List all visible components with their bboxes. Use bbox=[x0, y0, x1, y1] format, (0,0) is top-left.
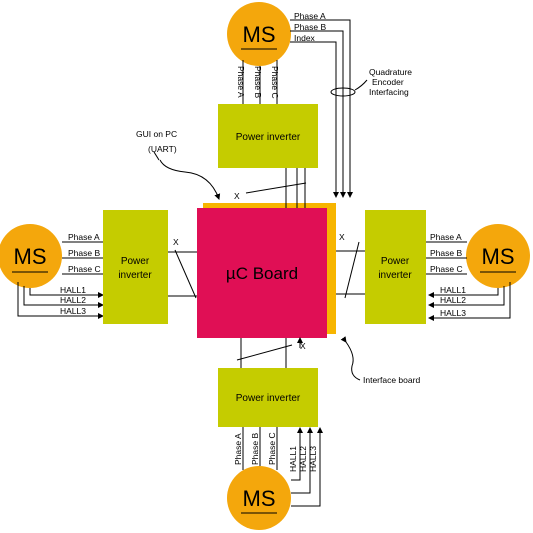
cross-right: X bbox=[339, 232, 345, 242]
enc-label-index: Index bbox=[294, 33, 316, 43]
motor-right-label: MS bbox=[482, 244, 515, 269]
bottom-hall1: HALL1 bbox=[288, 446, 298, 472]
top-phase-a: Phase A bbox=[236, 66, 246, 98]
cross-left: X bbox=[173, 237, 179, 247]
inverter-left-label-1: Power bbox=[121, 256, 150, 267]
cross-bottom: X bbox=[300, 341, 306, 351]
left-phase-c: Phase C bbox=[68, 264, 101, 274]
bottom-hall2: HALL2 bbox=[298, 446, 308, 472]
gui-label: GUI on PC bbox=[136, 129, 177, 139]
motor-bottom bbox=[227, 466, 291, 530]
left-hall1: HALL1 bbox=[60, 285, 86, 295]
bottom-phase-a: Phase A bbox=[233, 433, 243, 465]
motor-bottom-label: MS bbox=[243, 486, 276, 511]
inverter-right bbox=[365, 210, 426, 324]
motor-top bbox=[227, 2, 291, 66]
bottom-hall3: HALL3 bbox=[308, 446, 318, 472]
inverter-right-label-2: inverter bbox=[378, 270, 412, 281]
uart-label: (UART) bbox=[148, 144, 177, 154]
inverter-top bbox=[218, 104, 318, 168]
right-phase-b: Phase B bbox=[430, 248, 462, 258]
right-hall3: HALL3 bbox=[440, 308, 466, 318]
motor-left-label: MS bbox=[14, 244, 47, 269]
inverter-bottom-label: Power inverter bbox=[236, 393, 301, 404]
quad-line-1: Quadrature bbox=[369, 67, 412, 77]
motor-top-label: MS bbox=[243, 22, 276, 47]
quad-line-3: Interfacing bbox=[369, 87, 409, 97]
top-phase-b: Phase B bbox=[253, 66, 263, 98]
inverter-left bbox=[103, 210, 168, 324]
inverter-right-label-1: Power bbox=[381, 256, 410, 267]
left-hall3: HALL3 bbox=[60, 306, 86, 316]
quad-line-2: Encoder bbox=[372, 77, 404, 87]
right-hall1: HALL1 bbox=[440, 285, 466, 295]
cross-top: X bbox=[234, 191, 240, 201]
left-hall2: HALL2 bbox=[60, 295, 86, 305]
inverter-left-label-2: inverter bbox=[118, 270, 152, 281]
uc-board-label: µC Board bbox=[226, 264, 298, 283]
left-phase-a: Phase A bbox=[68, 232, 100, 242]
top-phase-c: Phase C bbox=[270, 66, 280, 99]
right-hall2: HALL2 bbox=[440, 295, 466, 305]
right-phase-c: Phase C bbox=[430, 264, 463, 274]
interface-board-label: Interface board bbox=[363, 375, 420, 385]
left-phase-b: Phase B bbox=[68, 248, 100, 258]
uc-board bbox=[197, 208, 327, 338]
enc-label-a: Phase A bbox=[294, 11, 326, 21]
bottom-phase-b: Phase B bbox=[250, 433, 260, 465]
bottom-phase-c: Phase C bbox=[267, 432, 277, 465]
inverter-top-label: Power inverter bbox=[236, 132, 301, 143]
enc-label-b: Phase B bbox=[294, 22, 326, 32]
encoder-bundle-ring bbox=[330, 87, 356, 97]
right-phase-a: Phase A bbox=[430, 232, 462, 242]
inverter-bottom bbox=[218, 368, 318, 427]
